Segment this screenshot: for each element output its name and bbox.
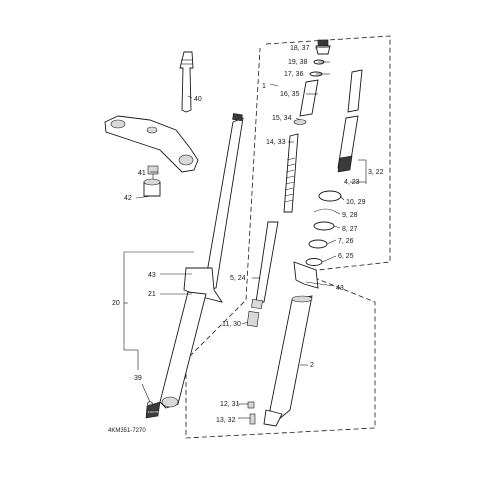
callout-11-30: 11, 30: [222, 321, 241, 328]
callout-39: 39: [134, 375, 142, 382]
right-fork-bracket: [293, 261, 319, 289]
loctite-icon: LOCTITE: [145, 401, 161, 419]
callout-43-right: 43: [336, 285, 344, 292]
retaining-clip: [313, 208, 337, 213]
seal-washer: [313, 221, 335, 231]
drawing-code: 4KM351-7270: [108, 428, 146, 434]
callout-1: 1: [262, 83, 266, 90]
callout-7-26: 7, 26: [338, 238, 354, 245]
stem-cap: [143, 178, 161, 197]
callout-20: 20: [112, 300, 120, 307]
callout-6-25: 6, 25: [338, 253, 354, 260]
rebound-spring: [246, 311, 260, 327]
drain-bolt: [247, 401, 255, 409]
callout-10-29: 10, 29: [346, 199, 366, 206]
callout-9-28: 9, 28: [342, 212, 358, 219]
callout-14-33: 14, 33: [266, 139, 286, 146]
spacer-tube: [299, 79, 319, 117]
slide-bushing: [308, 239, 328, 249]
callout-16-35: 16, 35: [280, 91, 300, 98]
callout-13-32: 13, 32: [216, 417, 236, 424]
callout-41: 41: [138, 170, 146, 177]
callout-12-31: 12, 31: [220, 401, 240, 408]
callout-18-37: 18, 37: [290, 45, 310, 52]
callout-3-22: 3, 22: [368, 169, 384, 176]
fork-spring: [283, 133, 299, 213]
svg-text:LOCTITE: LOCTITE: [148, 410, 161, 414]
oil-seal: [318, 190, 342, 202]
left-fork-assembly: [147, 113, 244, 409]
right-inner-tube: [337, 69, 363, 173]
callout-15-34: 15, 34: [272, 115, 292, 122]
callout-2: 2: [310, 362, 314, 369]
callout-17-36: 17, 36: [284, 71, 304, 78]
callout-8-27: 8, 27: [342, 226, 358, 233]
callout-43-left: 43: [148, 272, 156, 279]
steering-stem: [104, 51, 199, 173]
bottom-bolt: [249, 413, 256, 425]
assembly-boundary: [185, 35, 391, 439]
leader-lines: [123, 46, 367, 419]
callout-5-24: 5, 24: [230, 275, 246, 282]
callout-40: 40: [194, 96, 202, 103]
dust-seal: [305, 258, 323, 266]
spring-seat: [293, 119, 307, 125]
damper-rod: [251, 221, 279, 309]
callout-4-23: 4, 23: [344, 179, 360, 186]
callout-42: 42: [124, 195, 132, 202]
callout-21: 21: [148, 291, 156, 298]
callout-19-38: 19, 38: [288, 59, 308, 66]
right-outer-tube: [263, 295, 313, 427]
